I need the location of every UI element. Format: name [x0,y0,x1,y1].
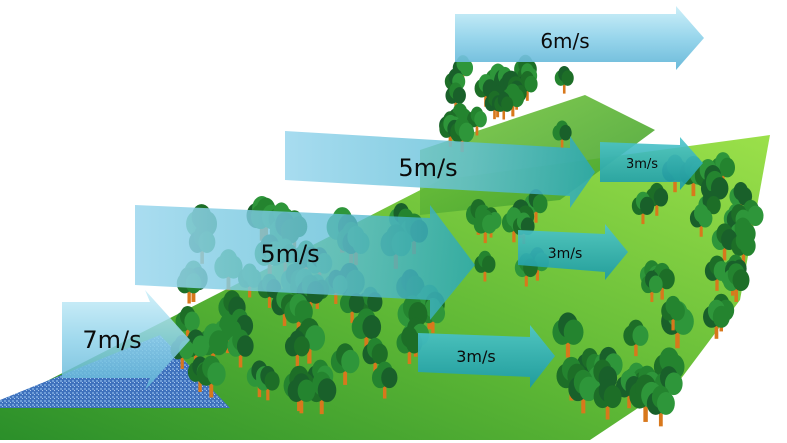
tree-icon [554,65,574,94]
tree-icon [623,319,649,357]
tree-icon [284,330,310,367]
wind-arrow-3ms-bottom: 3m/s [418,325,555,388]
tree-icon [218,290,246,330]
tree-icon [568,369,599,414]
tree-icon [517,71,538,101]
tree-icon [445,82,466,113]
tree-icon [711,223,738,261]
tree-icon [661,295,685,331]
tree-icon [641,270,663,302]
wind-speed-label: 5m/s [398,154,457,182]
wind-speed-label: 3m/s [548,246,583,262]
wind-arrow-5ms-lower: 5m/s [135,205,475,320]
tree-icon [552,312,584,358]
tree-icon [722,263,750,302]
tree-icon [287,373,316,414]
tree-icon [371,361,398,399]
tree-icon [593,378,622,420]
wind-arrow-3ms-middle: 3m/s [518,224,628,280]
tree-icon [339,287,365,324]
wind-speed-label: 6m/s [540,29,589,53]
wind-speed-label: 7m/s [82,326,141,354]
tree-icon [473,209,497,244]
tree-icon [256,365,280,401]
tree-icon [494,92,514,120]
wind-speed-label: 3m/s [626,157,658,172]
tree-icon [703,299,730,339]
tree-icon [307,371,337,415]
wind-arrow-5ms-upper: 5m/s [285,131,595,208]
tree-icon [474,250,496,282]
tree-icon [552,120,572,149]
tree-icon [196,355,226,398]
tree-icon [175,306,200,342]
wind-arrow-6ms: 6m/s [455,6,704,70]
wind-speed-label: 3m/s [456,347,496,366]
wind-arrow-3ms-right: 3m/s [600,137,703,190]
wind-arrow-7ms: 7m/s [62,290,190,390]
tree-icon [467,106,487,136]
tree-icon [284,293,313,336]
tree-icon [646,385,675,427]
tree-icon [631,191,655,225]
wind-arrows: 6m/s 5m/s 5m/s 7m/s 3m/s 3m/s 3m [62,6,704,390]
tree-icon [330,343,360,385]
tree-icon [689,203,713,237]
wind-speed-label: 5m/s [260,240,319,268]
tree-icon [731,230,756,266]
tree-icon [362,337,388,375]
tree-icon [351,308,382,352]
tree-icon [227,329,254,368]
